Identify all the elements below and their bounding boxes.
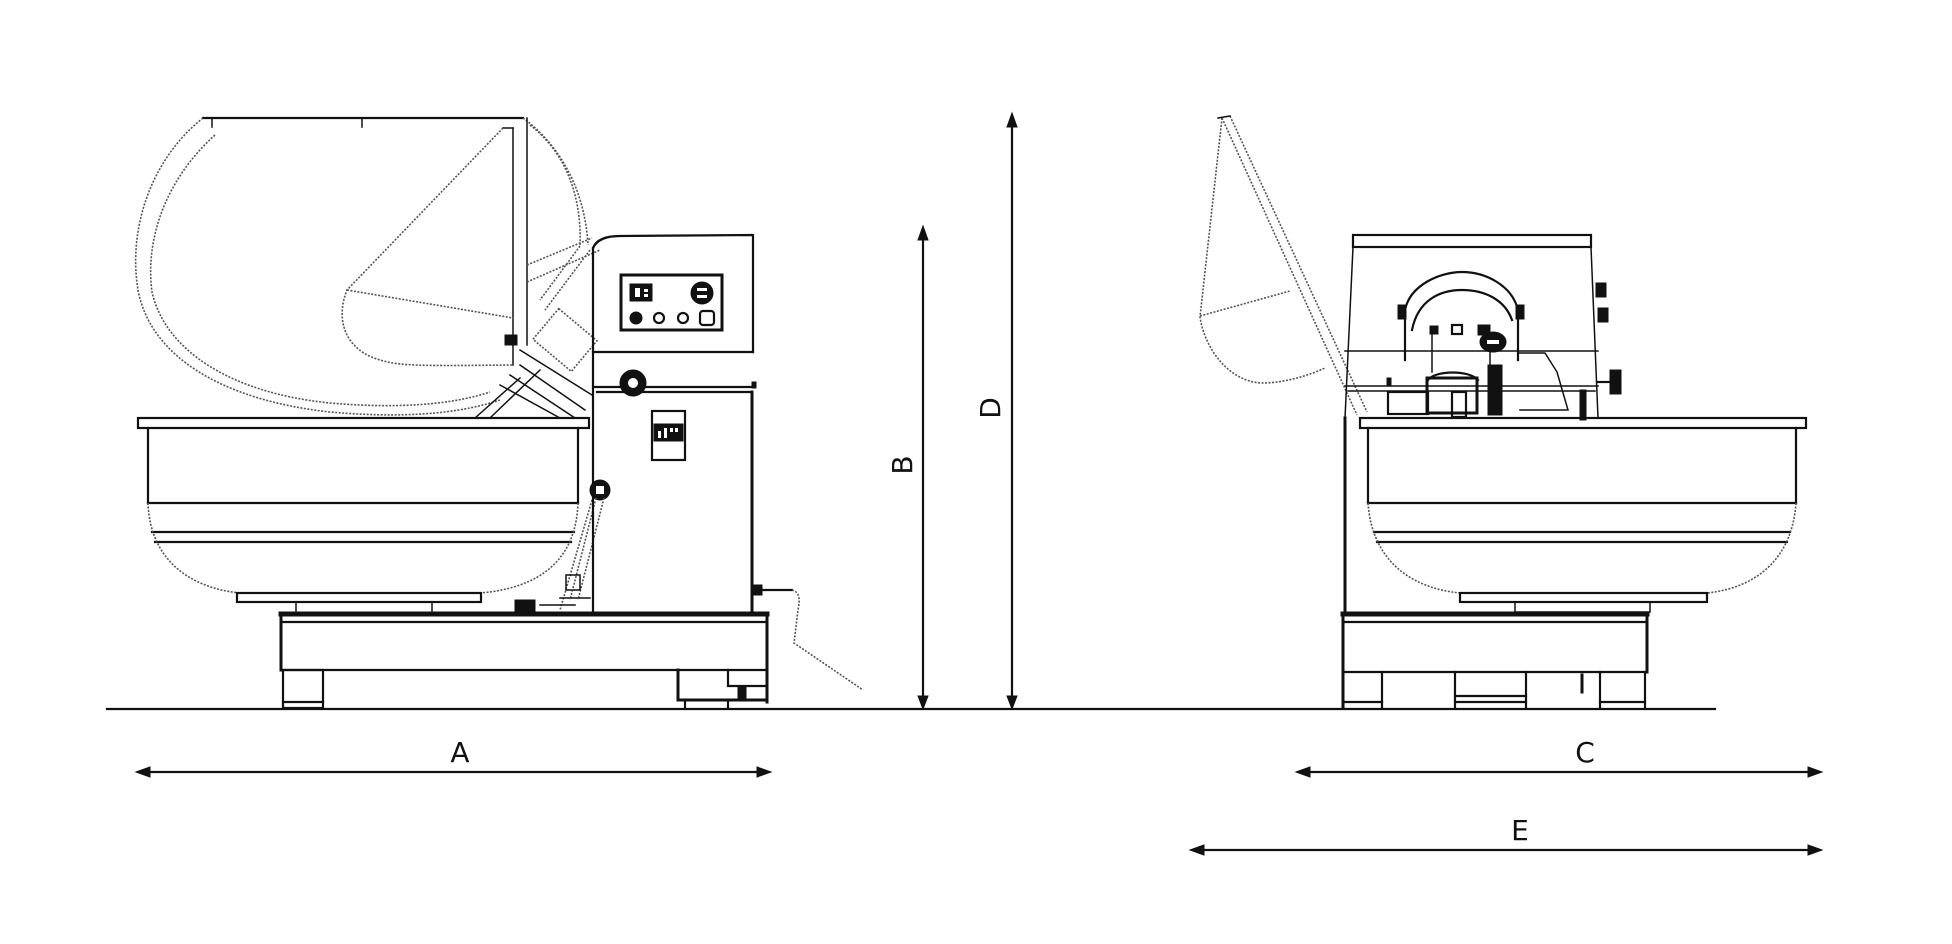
dimension-B: B (886, 224, 929, 711)
label-A: A (450, 736, 469, 769)
label-plate (650, 409, 687, 462)
side-view (134, 116, 864, 710)
base-side (278, 584, 864, 710)
tilted-bowl (134, 116, 601, 420)
tilt-lever (514, 479, 611, 613)
dimension-A: A (134, 736, 773, 778)
dimension-E: E (1188, 814, 1824, 856)
main-switch-knob (690, 281, 714, 305)
label-C: C (1575, 736, 1595, 769)
bowl-front (1358, 416, 1808, 613)
base-front (1340, 611, 1650, 710)
button-3 (676, 311, 690, 325)
button-2 (652, 311, 666, 325)
front-view (1199, 115, 1808, 710)
button-1 (629, 311, 643, 325)
raised-guard (1199, 115, 1368, 416)
label-B: B (886, 455, 919, 474)
label-D: D (974, 397, 1007, 419)
button-4 (698, 309, 716, 327)
mixer-head (1344, 233, 1622, 421)
label-E: E (1511, 814, 1529, 847)
dimension-D: D (974, 111, 1018, 711)
bowl-side (136, 416, 591, 614)
column (591, 233, 757, 615)
control-panel (619, 273, 724, 332)
dimension-C: C (1294, 736, 1824, 778)
